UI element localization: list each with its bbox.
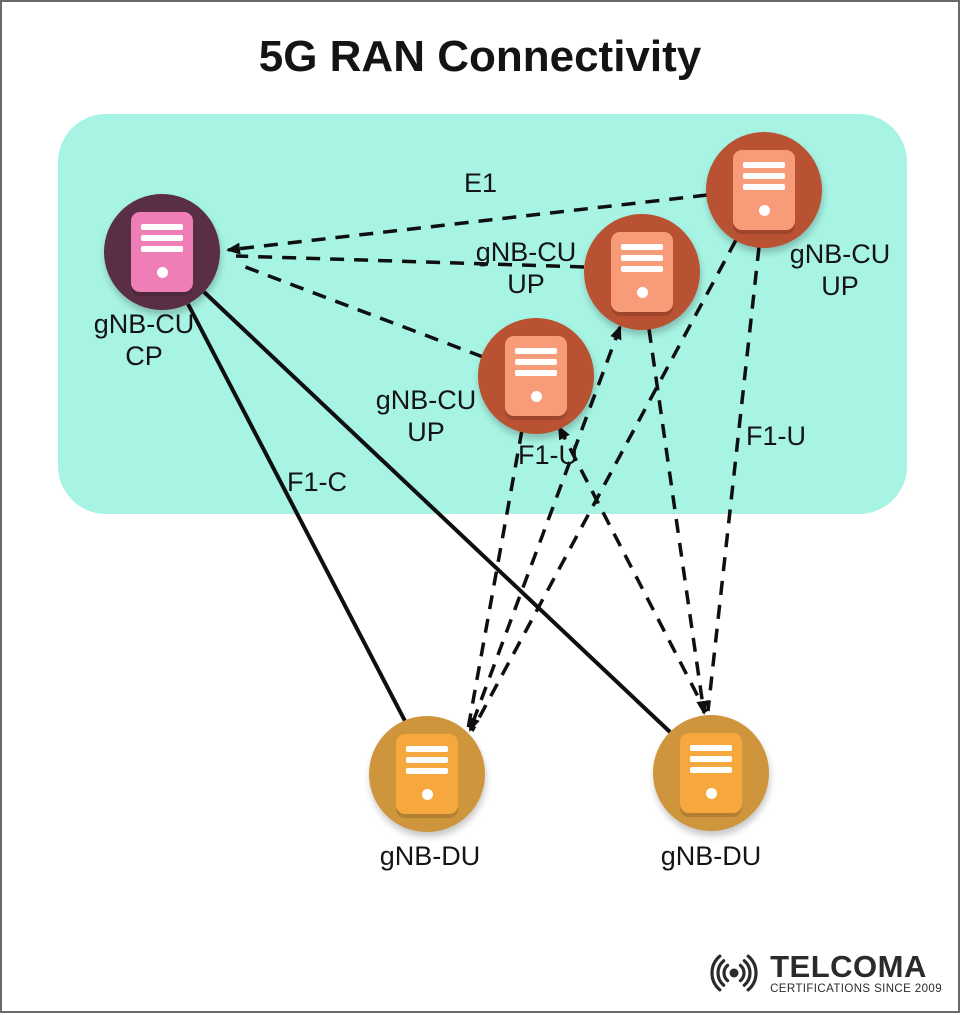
edge-label-f1u-left: F1-U (518, 440, 578, 470)
signal-waves-icon (710, 954, 758, 992)
label-line: gNB-CU (789, 239, 891, 269)
server-dot (758, 205, 770, 216)
label-line: gNB-CU (475, 237, 577, 267)
server-stripes (743, 162, 785, 195)
label-line: UP (407, 417, 445, 447)
label-gnb-cu-up-2: gNB-CU UP (446, 236, 606, 300)
label-gnb-cu-up-1: gNB-CU UP (760, 238, 920, 302)
label-gnb-du-1: gNB-DU (350, 840, 510, 872)
edge-f1u-up3-to-du1 (466, 429, 524, 730)
edge-e1-up1-to-cp (226, 193, 708, 255)
label-line: gNB-CU (93, 309, 195, 339)
edge-e1-up3-to-cp (239, 263, 484, 359)
server-icon-up (733, 150, 795, 230)
label-line: CP (125, 341, 163, 371)
server-dot (636, 287, 648, 298)
server-stripes (141, 224, 183, 257)
server-icon-du (680, 733, 742, 813)
server-dot (530, 391, 542, 402)
server-icon-cp (131, 212, 193, 292)
node-gnb-du-2 (653, 715, 769, 831)
label-gnb-du-2: gNB-DU (631, 840, 791, 872)
server-dot (705, 788, 717, 799)
label-line: UP (821, 271, 859, 301)
edge-label-f1u-right: F1-U (746, 421, 806, 451)
logo-name: TELCOMA (770, 948, 927, 984)
edge-f1u-up1-to-du2 (706, 246, 761, 712)
node-gnb-cu-cp (104, 194, 220, 310)
label-line: gNB-DU (379, 841, 481, 871)
server-stripes (406, 746, 448, 779)
node-gnb-cu-up-1 (706, 132, 822, 248)
page-title: 5G RAN Connectivity (258, 32, 702, 81)
server-stripes (690, 745, 732, 778)
telcoma-logo: TELCOMA CERTIFICATIONS SINCE 2009 (702, 947, 942, 999)
edge-f1u-up2-to-du2 (647, 328, 709, 715)
server-dot (421, 789, 433, 800)
edge-e1-up2-to-cp (235, 254, 585, 269)
node-gnb-cu-up-3 (478, 318, 594, 434)
label-line: gNB-DU (660, 841, 762, 871)
label-gnb-cu-cp: gNB-CU CP (64, 308, 224, 372)
server-icon-du (396, 734, 458, 814)
edge-f1c-cp-to-du1 (186, 303, 407, 722)
server-dot (156, 267, 168, 278)
label-line: gNB-CU (375, 385, 477, 415)
label-gnb-cu-up-3: gNB-CU UP (346, 384, 506, 448)
logo-tagline: CERTIFICATIONS SINCE 2009 (770, 982, 942, 995)
edge-f1u-up1-to-du1 (470, 239, 738, 732)
node-gnb-du-1 (369, 716, 485, 832)
edge-label-e1: E1 (464, 168, 498, 198)
server-icon-up (611, 232, 673, 312)
logo-text: TELCOMA CERTIFICATIONS SINCE 2009 (770, 948, 942, 995)
server-stripes (621, 244, 663, 277)
server-icon-up (505, 336, 567, 416)
node-gnb-cu-up-2 (584, 214, 700, 330)
server-stripes (515, 348, 557, 381)
label-line: UP (507, 269, 545, 299)
edge-label-f1c: F1-C (287, 467, 347, 497)
edge-f1c-cp-to-du2 (202, 290, 672, 734)
